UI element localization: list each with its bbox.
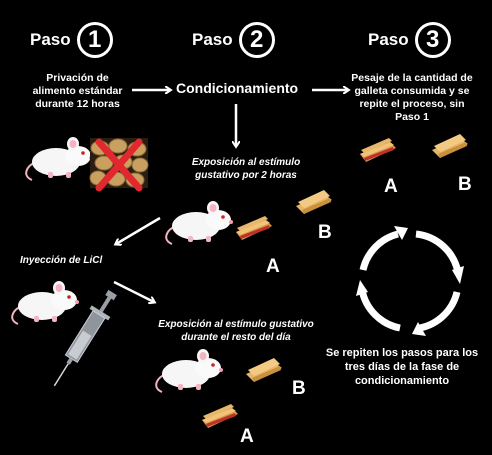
rat-icon	[165, 200, 234, 245]
step-3-label-b: B	[458, 174, 472, 195]
step-3-header: Paso 3	[368, 22, 451, 58]
cookie-a-icon	[236, 216, 272, 240]
conditioning-label: Condicionamiento	[176, 80, 299, 96]
licl-injection-text: Inyección de LiCl	[20, 255, 103, 266]
rat-icon	[155, 348, 224, 393]
exposure-rest-label-b: B	[292, 378, 306, 399]
step-3-number: 3	[414, 22, 451, 58]
step-1-header: Paso 1	[30, 22, 113, 58]
step-3-label-a: A	[384, 176, 398, 197]
step-2-number: 2	[238, 22, 275, 58]
step-1-text: Privación de alimento estándar durante 1…	[32, 72, 123, 110]
cross-icon	[95, 138, 143, 192]
step-2-label: Paso	[192, 30, 233, 49]
cookie-b-icon	[296, 190, 332, 214]
exposure-2h-label-b: B	[318, 222, 332, 243]
repeat-text: Se repiten los pasos para los tres días …	[325, 347, 479, 387]
exposure-rest-label-a: A	[240, 426, 254, 447]
cookie-a-icon	[202, 404, 238, 428]
exposure-2h-label-a: A	[266, 256, 280, 277]
step-2-header: Paso 2	[192, 22, 275, 58]
cycle-icon	[356, 226, 464, 336]
syringe-icon	[53, 289, 117, 387]
cookie-b-icon	[246, 358, 282, 382]
exposure-2h-text: Exposición al estímulo gustativo por 2 h…	[191, 157, 301, 181]
exposure-rest-text: Exposición al estímulo gustativo durante…	[158, 319, 314, 343]
step-1-number: 1	[76, 22, 113, 58]
step-3-label: Paso	[368, 30, 409, 49]
step-1-label: Paso	[30, 30, 71, 49]
step-3-text: Pesaje de la cantidad de galleta consumi…	[351, 72, 473, 123]
